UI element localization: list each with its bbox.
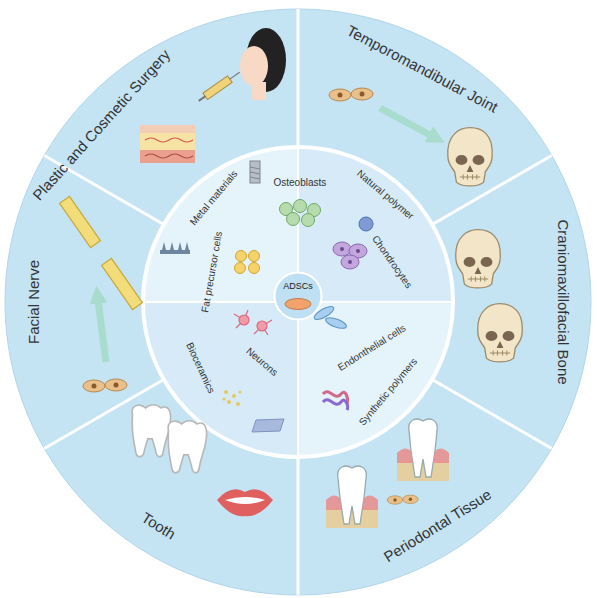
endothelial-icon bbox=[324, 315, 347, 330]
sector-title: Facial Nerve bbox=[25, 260, 43, 344]
chondrocyte-icon bbox=[348, 260, 352, 264]
metal-implant-icon bbox=[250, 161, 260, 183]
synthetic-fibre-icon bbox=[323, 392, 348, 404]
sector-divider bbox=[432, 380, 552, 449]
fat-cell-icon bbox=[235, 263, 246, 274]
osteoblast-icon bbox=[294, 200, 307, 213]
bioceramic-particles-icon bbox=[222, 397, 225, 400]
syringe-icon bbox=[196, 69, 242, 104]
bioceramic-particles-icon bbox=[238, 390, 241, 393]
center-circle-shape bbox=[273, 271, 323, 321]
lips-icon bbox=[217, 489, 273, 516]
metal-implant-icon bbox=[250, 167, 260, 179]
synthetic-fibre-icon bbox=[323, 400, 348, 410]
skin-layers-icon bbox=[145, 138, 193, 142]
petri-dish-icon bbox=[285, 299, 311, 310]
bioceramic-particles-icon bbox=[227, 400, 231, 404]
neuron-icon bbox=[257, 321, 267, 331]
osteoblast-icon bbox=[287, 213, 300, 226]
sector-divider bbox=[297, 457, 300, 595]
syringe-icon bbox=[230, 72, 240, 79]
periodontal-tooth-icon bbox=[397, 419, 449, 481]
sector-title: Craniomaxillofacial Bone bbox=[553, 220, 571, 385]
stem-cells-icon bbox=[329, 88, 373, 101]
chondrocyte-icon bbox=[333, 242, 367, 269]
sector-box: Facial Nerve bbox=[23, 256, 45, 348]
metal-spikes-icon bbox=[160, 242, 190, 254]
syringe-icon bbox=[203, 76, 232, 100]
arrow-icon bbox=[98, 300, 106, 362]
polymer-sphere-icon bbox=[359, 217, 373, 231]
osteoblast-icon bbox=[280, 200, 321, 227]
fat-cell-icon bbox=[249, 251, 260, 262]
molar-icon bbox=[168, 421, 206, 473]
skin-layers-icon bbox=[140, 150, 195, 163]
skull-icon bbox=[448, 128, 493, 186]
skin-layers-icon bbox=[140, 125, 195, 133]
nerve-segment-icon bbox=[60, 196, 101, 247]
sector-divider bbox=[297, 9, 300, 147]
fat-cell-icon bbox=[249, 263, 260, 274]
inner-label: Osteoblasts bbox=[274, 177, 327, 189]
chondrocyte-icon bbox=[333, 242, 351, 256]
syringe-icon bbox=[199, 96, 206, 101]
bioceramic-tile-icon bbox=[252, 419, 284, 432]
nerve-segment-icon bbox=[102, 258, 143, 309]
skin-layers-icon bbox=[140, 133, 195, 150]
synthetic-fibre-icon bbox=[323, 392, 348, 410]
bioceramic-particles-icon bbox=[224, 390, 228, 394]
metal-spikes-icon bbox=[162, 242, 189, 250]
center-circle-shape bbox=[275, 273, 322, 320]
periodontal-tooth-icon bbox=[326, 466, 378, 528]
molar-icon bbox=[132, 405, 170, 457]
inner-disk bbox=[143, 147, 453, 457]
fat-cell-icon bbox=[235, 251, 260, 274]
skin-layers-icon bbox=[140, 125, 195, 163]
metal-spikes-icon bbox=[160, 250, 190, 254]
nerve-segment-icon bbox=[60, 196, 143, 309]
lips-icon bbox=[217, 489, 273, 516]
inner-quadrant bbox=[298, 149, 451, 302]
face-icon bbox=[240, 46, 268, 86]
face-icon bbox=[240, 28, 286, 100]
bioceramic-particles-icon bbox=[222, 390, 241, 406]
neuron-icon bbox=[234, 310, 272, 335]
chondrocyte-icon bbox=[356, 249, 360, 253]
arrow-icon bbox=[380, 108, 432, 136]
lips-icon bbox=[225, 497, 265, 504]
chondrocyte-icon bbox=[340, 247, 344, 251]
neuron-icon bbox=[234, 310, 272, 335]
skull-icon bbox=[478, 304, 523, 362]
sector-box: Craniomaxillofacial Bone bbox=[551, 216, 573, 389]
bioceramic-particles-icon bbox=[236, 402, 240, 406]
skin-layers-icon bbox=[145, 154, 193, 158]
outer-ring bbox=[5, 9, 591, 595]
stem-cells-icon bbox=[387, 495, 418, 504]
inner-divider bbox=[145, 149, 451, 455]
bioceramic-particles-icon bbox=[232, 394, 236, 398]
neuron-icon bbox=[239, 315, 249, 325]
center-circle: ADSCs bbox=[273, 271, 323, 321]
stem-cells-icon bbox=[83, 379, 127, 392]
chondrocyte-icon bbox=[341, 255, 359, 269]
center-label: ADSCs bbox=[273, 281, 323, 292]
fat-cell-icon bbox=[236, 251, 247, 262]
osteoblast-icon bbox=[302, 214, 315, 227]
metal-implant-icon bbox=[250, 161, 260, 183]
skull-icon bbox=[456, 230, 501, 288]
